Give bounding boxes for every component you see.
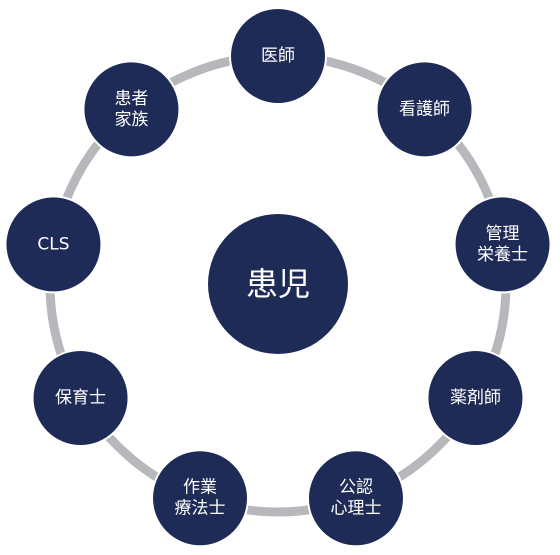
member-node-nurse: 看護師	[375, 60, 474, 159]
member-node-label: 栄養士	[477, 245, 528, 265]
member-node-label: 管理	[486, 224, 520, 244]
member-node-circle	[453, 195, 552, 294]
member-node-circle	[375, 60, 474, 159]
member-node-label: 患者	[114, 89, 148, 109]
member-node-circle	[426, 349, 525, 447]
member-node-pharmacist: 薬剤師	[426, 349, 525, 447]
member-node-label: 看護師	[399, 99, 450, 119]
member-node-label: 保育士	[55, 388, 106, 408]
member-node-label: 医師	[261, 46, 295, 66]
member-node-circle	[229, 7, 327, 105]
member-node-label: 心理士	[330, 499, 381, 519]
member-node-cls: CLS	[4, 195, 103, 294]
center-circle	[208, 214, 348, 354]
member-node-label: 療法士	[175, 499, 226, 519]
member-node-label: 家族	[114, 110, 148, 130]
center-node: 患児	[208, 214, 348, 354]
member-node-label: 作業	[183, 478, 217, 498]
member-node-circle	[306, 449, 405, 548]
member-node-circle	[151, 449, 250, 548]
member-node-childcare-worker: 保育士	[31, 349, 130, 447]
member-node-label: CLS	[37, 234, 69, 254]
member-node-label: 公認	[339, 478, 373, 498]
member-node-label: 薬剤師	[450, 388, 501, 408]
member-node-circle	[31, 349, 130, 447]
member-node-circle	[4, 195, 103, 294]
center-label: 患児	[246, 265, 310, 303]
member-node-circle	[82, 60, 181, 159]
member-node-doctor: 医師	[229, 7, 327, 105]
